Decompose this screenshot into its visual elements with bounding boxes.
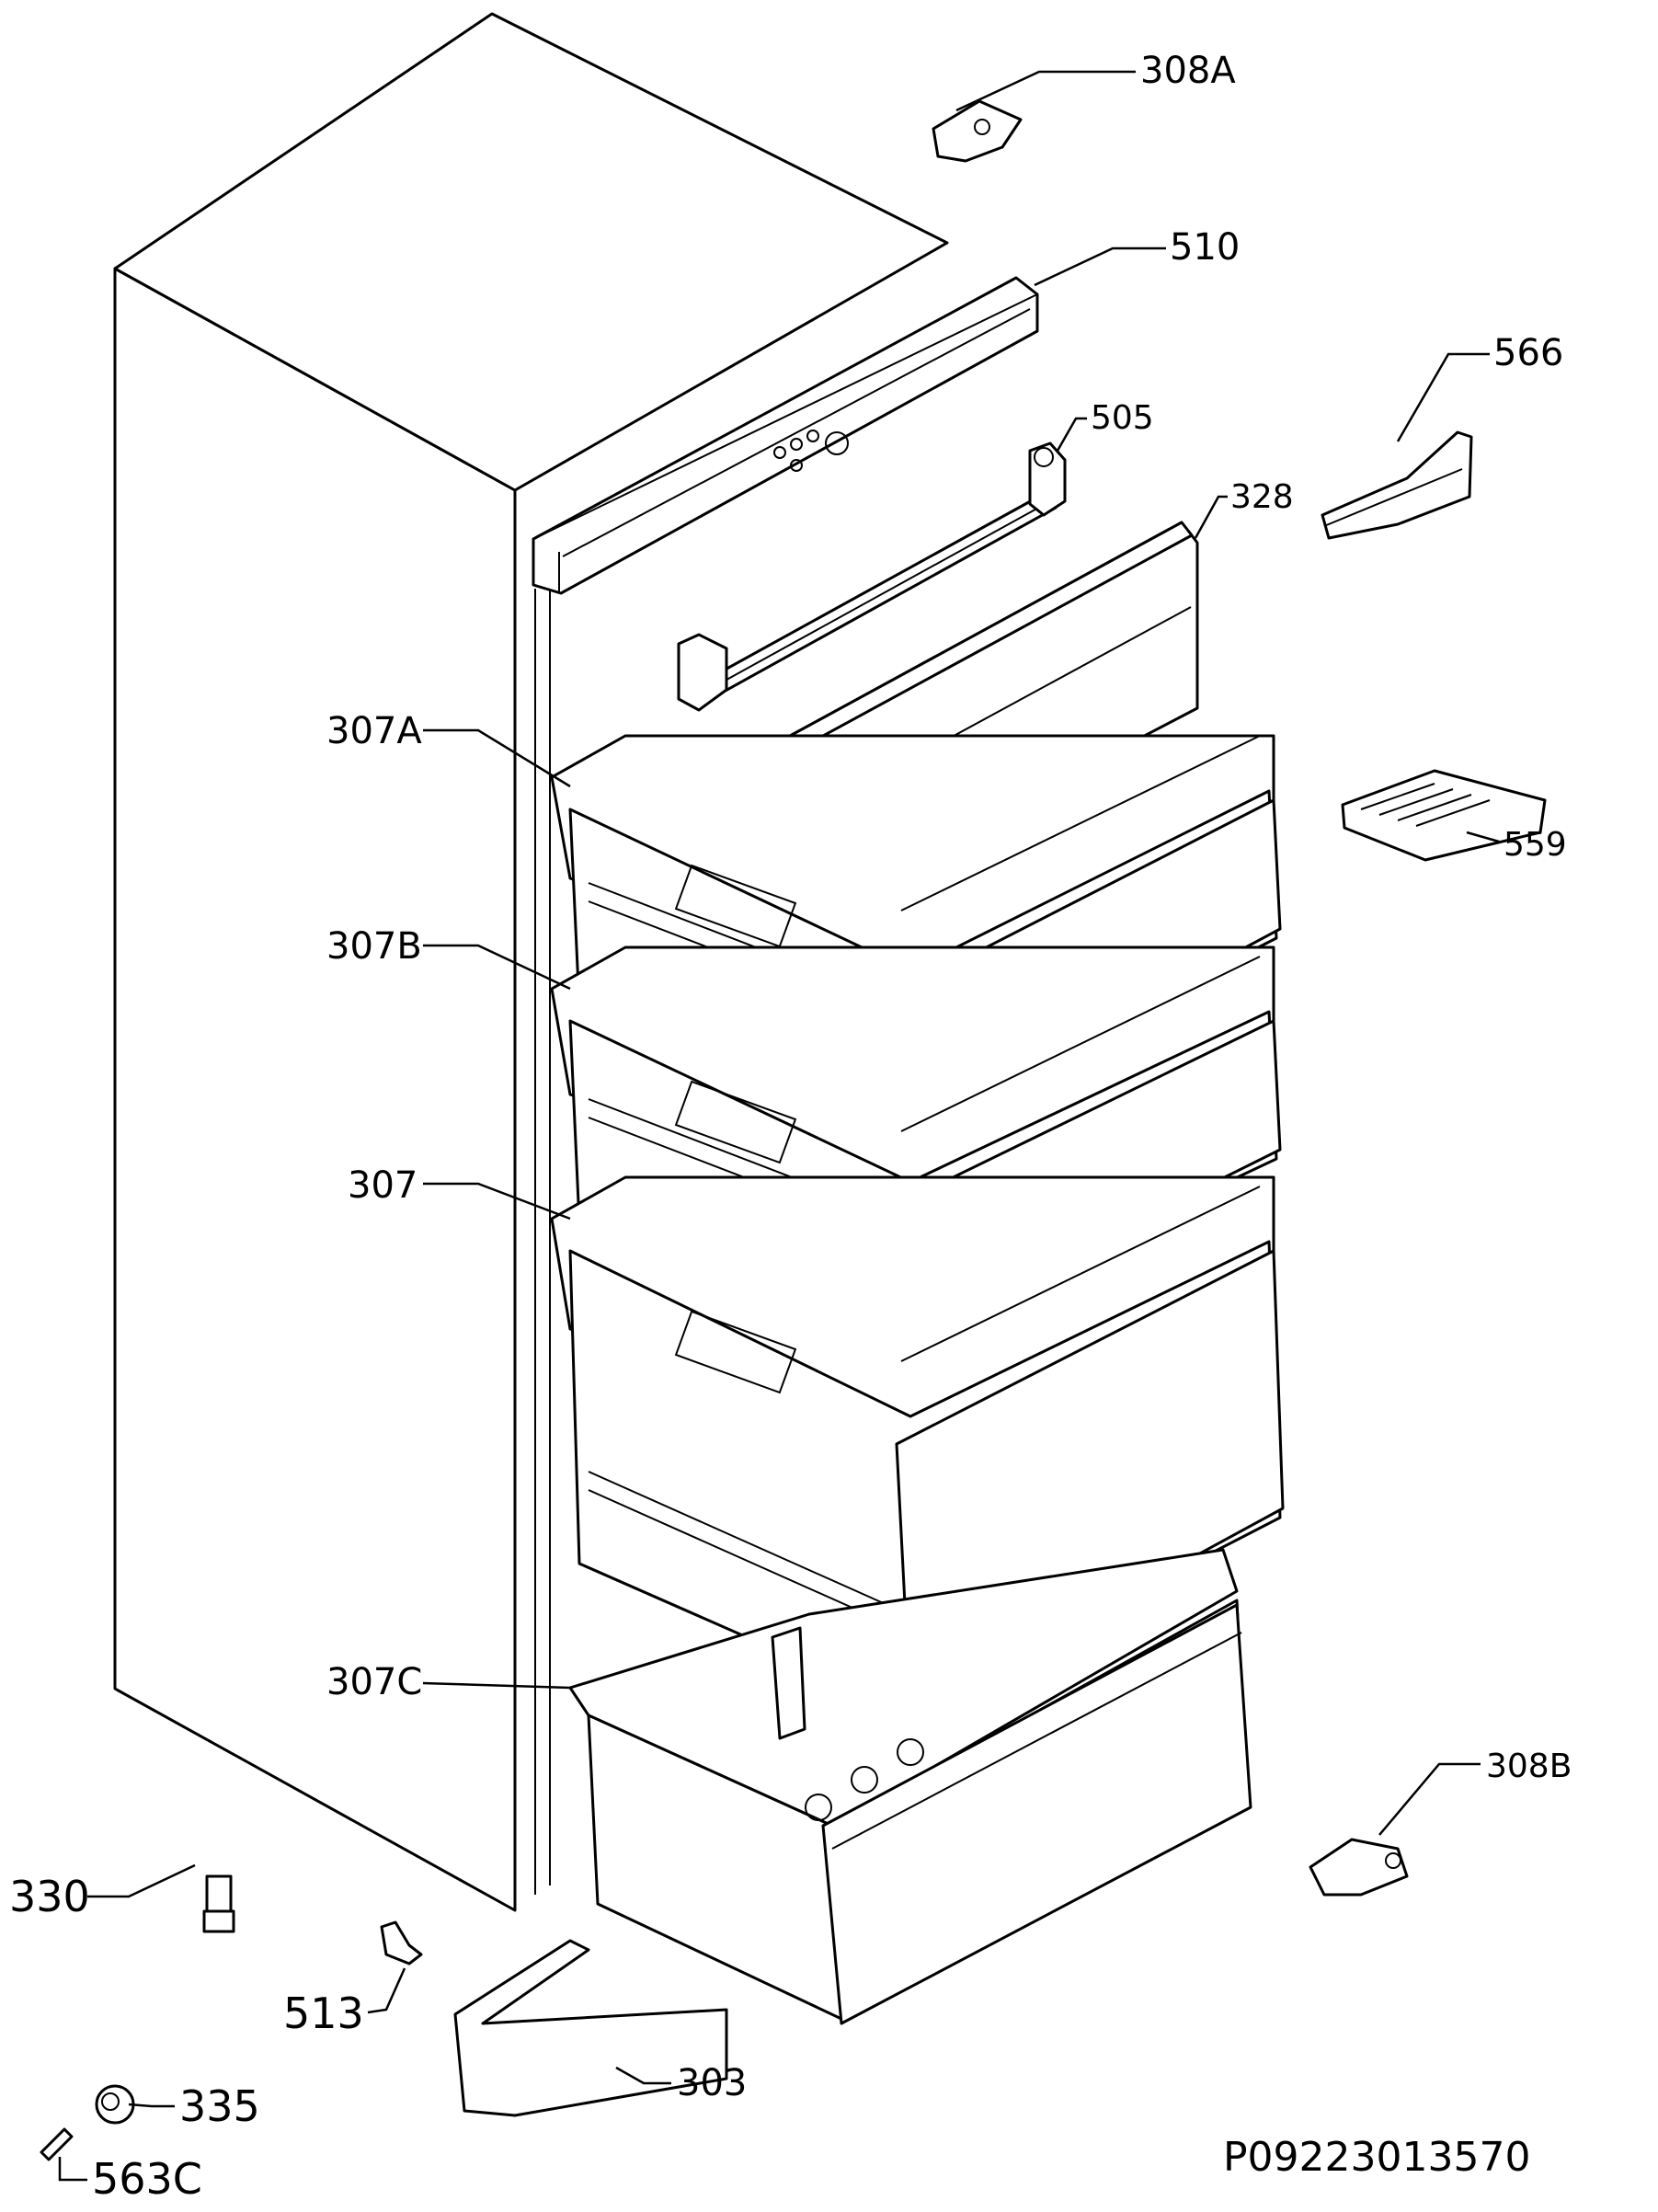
label-303: 303: [677, 2062, 747, 2104]
part-559-tray: [1341, 769, 1547, 862]
label-307c: 307C: [326, 1661, 422, 1703]
label-566: 566: [1493, 332, 1563, 374]
label-505: 505: [1091, 399, 1154, 437]
label-510: 510: [1170, 226, 1240, 269]
label-307: 307: [348, 1164, 417, 1207]
part-303-cover: [453, 1939, 728, 2117]
leader-lines: [58, 70, 1500, 2182]
cabinet: [113, 12, 949, 1912]
label-335: 335: [179, 2081, 260, 2131]
label-513: 513: [283, 1989, 364, 2038]
part-308a-hinge: [932, 99, 1023, 163]
label-328: 328: [1230, 478, 1294, 516]
part-566-bracket: [1321, 430, 1473, 540]
label-563c: 563C: [92, 2154, 202, 2204]
part-510-control-panel: [532, 276, 1039, 595]
part-505-rail: [677, 441, 1067, 712]
label-330: 330: [9, 1872, 90, 1921]
label-307a: 307A: [326, 710, 422, 752]
part-513-clip: [380, 1920, 423, 1966]
label-308b: 308B: [1486, 1748, 1572, 1785]
part-307c-drawer: [568, 1548, 1252, 2025]
diagram-code: P09223013570: [1223, 2134, 1530, 2181]
label-307b: 307B: [326, 925, 422, 968]
part-335-foot: [95, 2084, 135, 2125]
label-559: 559: [1504, 826, 1567, 864]
part-330-screw: [202, 1874, 235, 1933]
part-563c-pin: [40, 2127, 74, 2161]
label-308a: 308A: [1140, 50, 1236, 92]
part-labels: 308A 510 566 505 328 307A 559 307B 307 3…: [9, 50, 1572, 2204]
part-308b-hinge: [1309, 1838, 1409, 1897]
